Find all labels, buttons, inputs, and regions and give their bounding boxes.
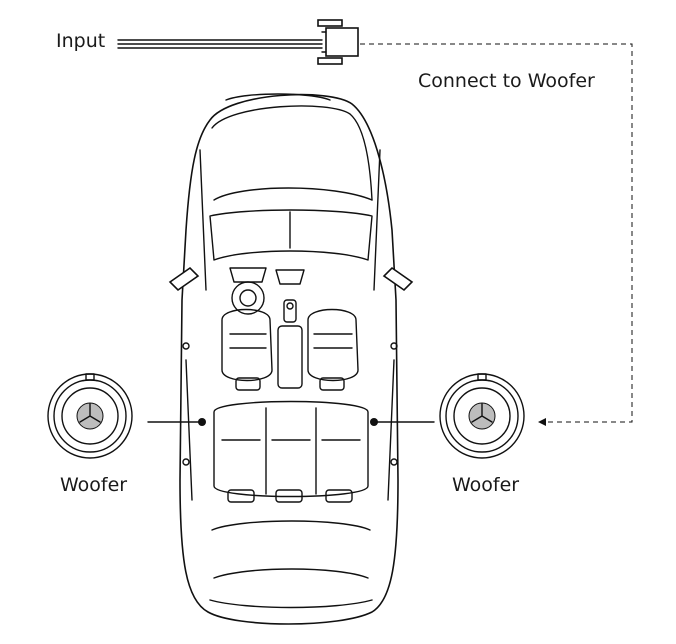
woofer-right-label: Woofer xyxy=(452,474,520,496)
woofer-left-label: Woofer xyxy=(60,474,128,496)
input-label: Input xyxy=(56,30,106,52)
woofer-speaker-icon xyxy=(439,373,525,459)
woofer-speaker-icon xyxy=(47,373,133,459)
input-cable xyxy=(117,39,323,49)
car-topview-icon xyxy=(168,93,414,625)
right-mount-dot xyxy=(370,418,378,426)
left-mount-dot xyxy=(198,418,206,426)
connect-dashed-line xyxy=(360,43,633,426)
connect-to-woofer-label: Connect to Woofer xyxy=(418,70,595,92)
rca-connector-icon xyxy=(317,19,359,65)
arrow-head-icon xyxy=(538,418,546,426)
